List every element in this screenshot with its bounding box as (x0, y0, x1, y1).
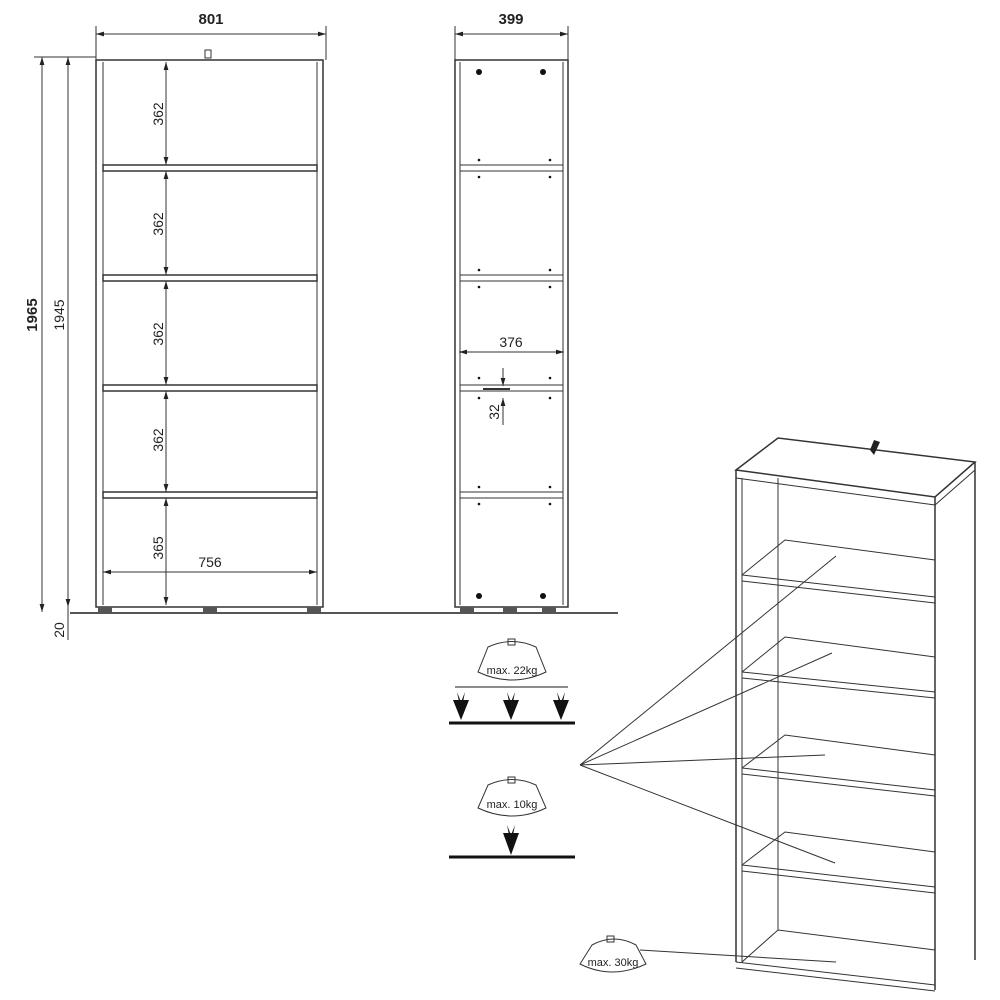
perspective-view (579, 437, 977, 992)
compartment-dimensions: 362 362 362 362 365 (150, 62, 169, 605)
weight-icon (507, 638, 516, 646)
front-view: 801 1965 1945 20 362 362 362 362 365 756 (24, 11, 618, 640)
overall-depth-label: 399 (498, 11, 523, 28)
point-load-rating: max. 10kg (449, 776, 575, 859)
overall-height-label: 1965 (24, 298, 41, 331)
shelf-pin-holes (476, 69, 552, 599)
leader-lines (579, 555, 837, 963)
point-load-label: max. 10kg (487, 799, 538, 811)
hole-spacing-label: 32 (486, 404, 502, 420)
distributed-load-rating: max. 22kg (449, 638, 575, 725)
inner-depth-label: 376 (499, 334, 523, 350)
side-height-label: 1945 (51, 299, 67, 330)
weight-icon (507, 776, 516, 784)
compartment-height-1: 362 (150, 102, 166, 126)
down-arrow-icons (453, 692, 569, 720)
distributed-load-label: max. 22kg (487, 665, 538, 677)
bottom-load-label: max. 30kg (588, 957, 639, 969)
compartment-height-3: 362 (150, 322, 166, 346)
bottom-load-rating: max. 30kg (579, 935, 647, 973)
front-shelves (102, 164, 318, 499)
overall-width-label: 801 (198, 11, 223, 28)
wall-anchor-icon (870, 440, 880, 455)
inner-width-label: 756 (198, 554, 222, 570)
down-arrow-icon (503, 825, 519, 855)
compartment-height-5: 365 (150, 536, 166, 560)
compartment-height-2: 362 (150, 212, 166, 236)
weight-icon (606, 935, 615, 943)
side-view: 399 376 32 (454, 11, 569, 612)
compartment-height-4: 362 (150, 428, 166, 452)
foot-height-label: 20 (51, 622, 67, 638)
wall-anchor-icon (204, 49, 212, 59)
